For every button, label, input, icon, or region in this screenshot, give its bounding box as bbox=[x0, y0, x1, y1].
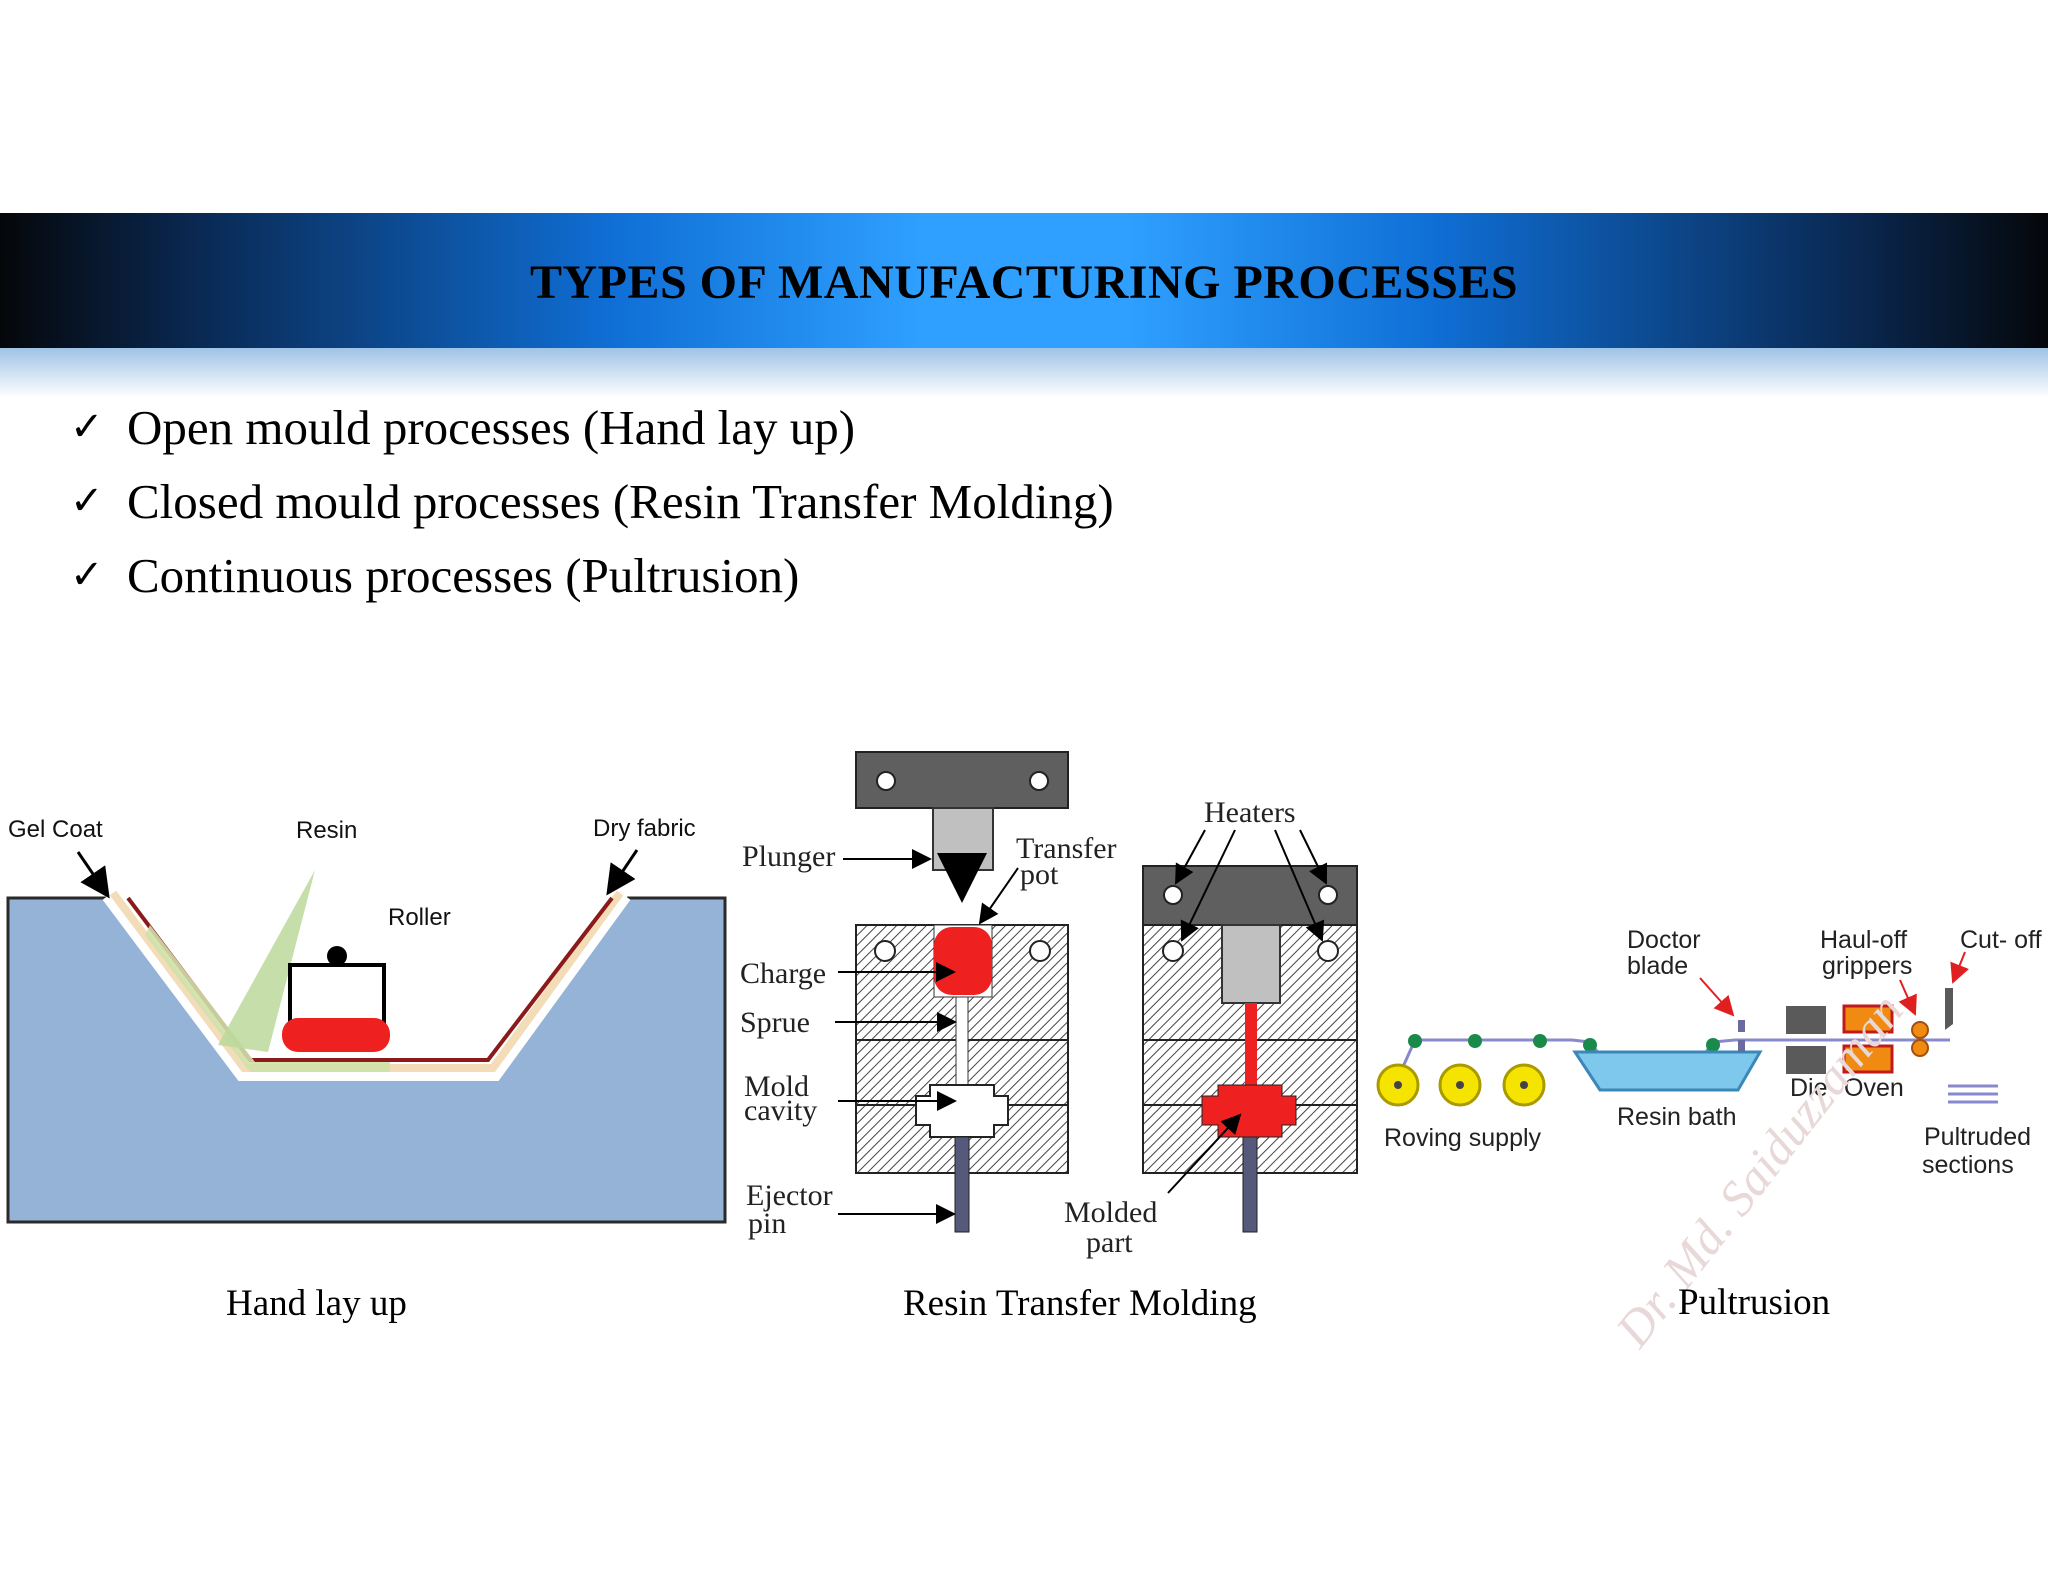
label-mold: Mold bbox=[744, 1070, 809, 1103]
label-part: part bbox=[1086, 1226, 1133, 1259]
bullet-text: Closed mould processes (Resin Transfer M… bbox=[127, 473, 1114, 529]
label-oven: Oven bbox=[1844, 1074, 1904, 1102]
bullet-text: Continuous processes (Pultrusion) bbox=[127, 547, 800, 603]
oven bbox=[1842, 1004, 1894, 1034]
ejector-pin bbox=[954, 1136, 970, 1233]
caption-hand-layup: Hand lay up bbox=[226, 1283, 407, 1324]
banner-fade bbox=[0, 348, 2048, 398]
caption-pultrusion: Pultrusion bbox=[1678, 1282, 1831, 1323]
label-haul-off: Haul-off bbox=[1820, 926, 1907, 954]
label-transfer: Transfer bbox=[1016, 832, 1117, 865]
label-heaters: Heaters bbox=[1204, 796, 1296, 829]
title-banner bbox=[0, 213, 2048, 348]
die bbox=[1786, 1006, 1826, 1034]
label-dry-fabric: Dry fabric bbox=[593, 815, 696, 842]
bullet-item: ✓ Open mould processes (Hand lay up) bbox=[70, 390, 1114, 464]
bullet-item: ✓ Closed mould processes (Resin Transfer… bbox=[70, 464, 1114, 538]
charge bbox=[934, 927, 992, 995]
label-roving-supply: Roving supply bbox=[1384, 1124, 1542, 1152]
label-ejector: Ejector bbox=[746, 1179, 833, 1212]
label-resin-bath: Resin bath bbox=[1617, 1103, 1737, 1131]
label-pultruded: Pultruded bbox=[1924, 1123, 2031, 1151]
mold-cavity bbox=[915, 1084, 1009, 1138]
label-cavity: cavity bbox=[744, 1094, 817, 1127]
rtm-diagram: Plunger Transfer pot Charge Sprue Mold c… bbox=[740, 751, 1358, 1259]
bullet-text: Open mould processes (Hand lay up) bbox=[127, 399, 856, 455]
label-roller: Roller bbox=[388, 904, 451, 931]
roller-frame bbox=[288, 963, 386, 1027]
label-molded: Molded bbox=[1064, 1196, 1157, 1229]
closed-ejector-pin bbox=[1242, 1136, 1258, 1233]
label-pin: pin bbox=[748, 1207, 786, 1240]
slide-title: TYPES OF MANUFACTURING PROCESSES bbox=[529, 256, 1519, 309]
resin-pour bbox=[218, 870, 315, 1052]
label-die: Die bbox=[1790, 1074, 1828, 1102]
label-doctor: Doctor bbox=[1627, 926, 1701, 954]
roving-supply bbox=[1376, 1063, 1546, 1107]
label-pot: pot bbox=[1020, 858, 1059, 891]
hand-layup-diagram: Gel Coat Resin Dry fabric Roller bbox=[6, 815, 727, 1224]
checkmark-icon: ✓ bbox=[70, 404, 104, 450]
label-grippers: grippers bbox=[1822, 952, 1912, 980]
plunger bbox=[932, 807, 994, 871]
label-blade: blade bbox=[1627, 952, 1688, 980]
label-sections: sections bbox=[1922, 1151, 2014, 1179]
checkmark-icon: ✓ bbox=[70, 552, 104, 598]
label-gel-coat: Gel Coat bbox=[8, 816, 103, 843]
roller-handle bbox=[327, 946, 347, 966]
resin-layer bbox=[145, 925, 390, 1072]
roller-cylinder bbox=[282, 1018, 390, 1052]
sprue bbox=[955, 996, 969, 1086]
bullet-item: ✓ Continuous processes (Pultrusion) bbox=[70, 538, 1114, 612]
label-resin: Resin bbox=[296, 817, 357, 844]
cut-off-blade bbox=[1945, 988, 1953, 1030]
bullet-list: ✓ Open mould processes (Hand lay up) ✓ C… bbox=[70, 390, 1114, 612]
closed-plunger bbox=[1221, 924, 1281, 1004]
label-plunger: Plunger bbox=[742, 840, 835, 873]
label-charge: Charge bbox=[740, 957, 826, 990]
filled-sprue bbox=[1245, 1003, 1257, 1093]
resin-bath bbox=[1572, 1050, 1763, 1092]
label-cut-off: Cut- off bbox=[1960, 926, 2042, 954]
checkmark-icon: ✓ bbox=[70, 478, 104, 524]
caption-rtm: Resin Transfer Molding bbox=[903, 1283, 1257, 1324]
label-sprue: Sprue bbox=[740, 1006, 810, 1039]
haul-off-grippers bbox=[1911, 1021, 1929, 1039]
gel-coat-layer bbox=[102, 896, 631, 1081]
